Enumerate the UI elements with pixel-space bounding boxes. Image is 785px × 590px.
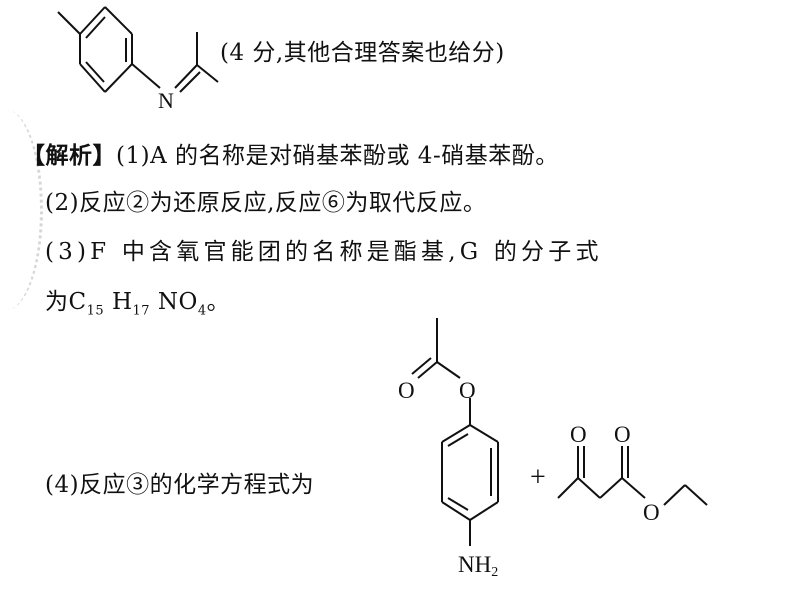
r1-amine: NH2 xyxy=(458,552,498,580)
r2-ketone-o: O xyxy=(570,422,587,447)
analysis-item-3-formula: 为C15 H17 NO4。 xyxy=(45,289,231,319)
analysis-item-2: (2)反应②为还原反应,反应⑥为取代反应。 xyxy=(45,190,487,216)
analysis-item-1: 【解析】(1)A 的名称是对硝基苯酚或 4-硝基苯酚。 xyxy=(22,136,559,170)
scan-smudge xyxy=(0,110,43,310)
analysis-item-3: (3)F 中含氧官能团的名称是酯基,G 的分子式 xyxy=(45,239,603,265)
imine-structure xyxy=(57,6,219,93)
analysis-item-4: (4)反应③的化学方程式为 xyxy=(45,472,315,498)
plus-sign: + xyxy=(530,462,546,493)
r1-carbonyl-o: O xyxy=(398,378,415,403)
reactant2-structure xyxy=(557,446,708,506)
r1-ester-o: O xyxy=(459,378,476,403)
score-note: (4 分,其他合理答案也给分) xyxy=(220,40,505,66)
reactant1-structure xyxy=(411,318,499,546)
r2-carbonyl-o: O xyxy=(614,422,631,447)
analysis-label: 【解析】 xyxy=(22,142,116,169)
atom-n: N xyxy=(158,88,174,113)
r2-ester-o: O xyxy=(643,500,660,525)
analysis-item-1-text: (1)A 的名称是对硝基苯酚或 4-硝基苯酚。 xyxy=(116,143,559,169)
